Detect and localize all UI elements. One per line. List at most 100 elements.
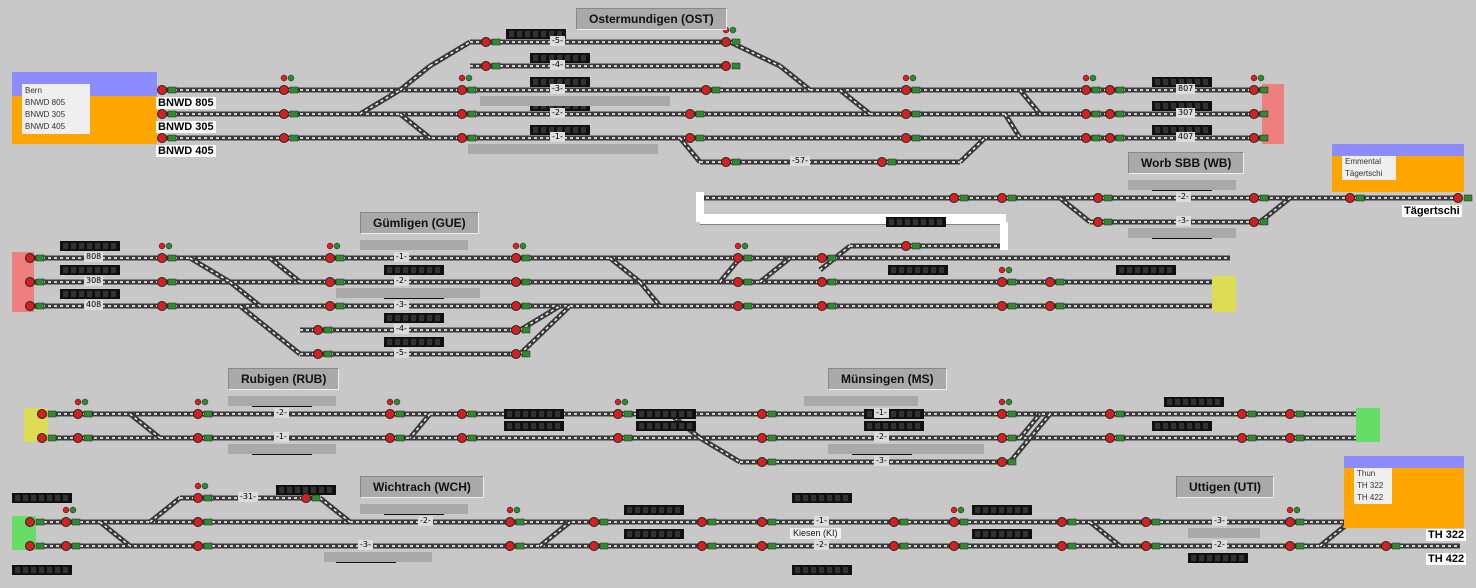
signal-main-icon[interactable] <box>1249 109 1259 119</box>
end-block-pink[interactable] <box>1262 84 1284 144</box>
signal-main-icon[interactable] <box>313 349 323 359</box>
signal-main-icon[interactable] <box>1249 193 1259 203</box>
signal-main-icon[interactable] <box>25 253 35 263</box>
signal-main-icon[interactable] <box>721 37 731 47</box>
end-block-yellow[interactable] <box>1212 276 1236 312</box>
shunt-signal-icon[interactable] <box>62 506 70 514</box>
shunt-signal-icon[interactable] <box>1082 74 1090 82</box>
signal-main-icon[interactable] <box>73 409 83 419</box>
signal-main-icon[interactable] <box>1093 217 1103 227</box>
signal-main-icon[interactable] <box>37 409 47 419</box>
signal-main-icon[interactable] <box>1249 217 1259 227</box>
signal-main-icon[interactable] <box>505 517 515 527</box>
signal-main-icon[interactable] <box>25 277 35 287</box>
shunt-signal-icon[interactable] <box>194 398 202 406</box>
signal-main-icon[interactable] <box>193 409 203 419</box>
signal-main-icon[interactable] <box>511 349 521 359</box>
signal-main-icon[interactable] <box>997 409 1007 419</box>
signal-main-icon[interactable] <box>511 277 521 287</box>
signal-main-icon[interactable] <box>279 133 289 143</box>
signal-main-icon[interactable] <box>889 517 899 527</box>
signal-main-icon[interactable] <box>1057 517 1067 527</box>
signal-main-icon[interactable] <box>193 517 203 527</box>
emmental-endpoint-panel[interactable]: Emmental Tägertschi <box>1332 144 1464 192</box>
shunt-signal-icon[interactable] <box>734 242 742 250</box>
signal-main-icon[interactable] <box>997 457 1007 467</box>
shunt-signal-icon[interactable] <box>74 398 82 406</box>
signal-main-icon[interactable] <box>901 109 911 119</box>
signal-main-icon[interactable] <box>457 109 467 119</box>
signal-main-icon[interactable] <box>481 61 491 71</box>
signal-main-icon[interactable] <box>157 85 167 95</box>
signal-main-icon[interactable] <box>1105 433 1115 443</box>
signal-main-icon[interactable] <box>1105 409 1115 419</box>
signal-main-icon[interactable] <box>817 301 827 311</box>
signal-main-icon[interactable] <box>505 541 515 551</box>
shunt-signal-icon[interactable] <box>194 482 202 490</box>
bern-endpoint-panel[interactable]: Bern BNWD 805 BNWD 305 BNWD 405 <box>12 72 157 144</box>
signal-main-icon[interactable] <box>949 193 959 203</box>
signal-main-icon[interactable] <box>949 517 959 527</box>
shunt-signal-icon[interactable] <box>1286 506 1294 514</box>
signal-main-icon[interactable] <box>877 157 887 167</box>
signal-main-icon[interactable] <box>997 277 1007 287</box>
signal-main-icon[interactable] <box>685 133 695 143</box>
shunt-signal-icon[interactable] <box>326 242 334 250</box>
signal-main-icon[interactable] <box>613 409 623 419</box>
signal-main-icon[interactable] <box>385 433 395 443</box>
signal-main-icon[interactable] <box>457 433 467 443</box>
thun-endpoint-panel[interactable]: Thun TH 322 TH 422 <box>1344 456 1464 528</box>
signal-main-icon[interactable] <box>1093 193 1103 203</box>
signal-main-icon[interactable] <box>733 301 743 311</box>
shunt-signal-icon[interactable] <box>998 398 1006 406</box>
track-segment[interactable] <box>728 39 782 69</box>
shunt-signal-icon[interactable] <box>902 74 910 82</box>
signal-main-icon[interactable] <box>757 517 767 527</box>
signal-main-icon[interactable] <box>1105 109 1115 119</box>
signal-main-icon[interactable] <box>457 409 467 419</box>
signal-main-icon[interactable] <box>1105 85 1115 95</box>
signal-main-icon[interactable] <box>1453 193 1463 203</box>
signal-main-icon[interactable] <box>1045 301 1055 311</box>
signal-main-icon[interactable] <box>157 277 167 287</box>
signal-main-icon[interactable] <box>701 85 711 95</box>
signal-main-icon[interactable] <box>613 433 623 443</box>
signal-main-icon[interactable] <box>481 37 491 47</box>
signal-main-icon[interactable] <box>325 301 335 311</box>
track-segment[interactable] <box>518 304 572 356</box>
signal-main-icon[interactable] <box>901 133 911 143</box>
signal-main-icon[interactable] <box>1057 541 1067 551</box>
signal-main-icon[interactable] <box>1345 193 1355 203</box>
signal-main-icon[interactable] <box>1285 541 1295 551</box>
signal-main-icon[interactable] <box>1249 85 1259 95</box>
signal-main-icon[interactable] <box>733 277 743 287</box>
signal-main-icon[interactable] <box>61 541 71 551</box>
signal-main-icon[interactable] <box>385 409 395 419</box>
shunt-signal-icon[interactable] <box>614 398 622 406</box>
signal-main-icon[interactable] <box>279 85 289 95</box>
signal-main-icon[interactable] <box>157 109 167 119</box>
signal-main-icon[interactable] <box>697 517 707 527</box>
signal-main-icon[interactable] <box>1285 433 1295 443</box>
signal-main-icon[interactable] <box>1081 85 1091 95</box>
signal-main-icon[interactable] <box>325 253 335 263</box>
signal-main-icon[interactable] <box>1081 133 1091 143</box>
signal-main-icon[interactable] <box>997 193 1007 203</box>
signal-main-icon[interactable] <box>697 541 707 551</box>
signal-main-icon[interactable] <box>301 493 311 503</box>
signal-main-icon[interactable] <box>757 541 767 551</box>
signal-main-icon[interactable] <box>511 253 521 263</box>
shunt-signal-icon[interactable] <box>386 398 394 406</box>
signal-main-icon[interactable] <box>949 541 959 551</box>
signal-main-icon[interactable] <box>511 325 521 335</box>
end-block-pink[interactable] <box>12 252 34 312</box>
signal-main-icon[interactable] <box>589 517 599 527</box>
signal-main-icon[interactable] <box>279 109 289 119</box>
signal-main-icon[interactable] <box>157 301 167 311</box>
signal-main-icon[interactable] <box>757 433 767 443</box>
shunt-signal-icon[interactable] <box>1250 74 1258 82</box>
signal-main-icon[interactable] <box>73 433 83 443</box>
signal-main-icon[interactable] <box>1045 277 1055 287</box>
signal-main-icon[interactable] <box>25 301 35 311</box>
signal-main-icon[interactable] <box>1081 109 1091 119</box>
